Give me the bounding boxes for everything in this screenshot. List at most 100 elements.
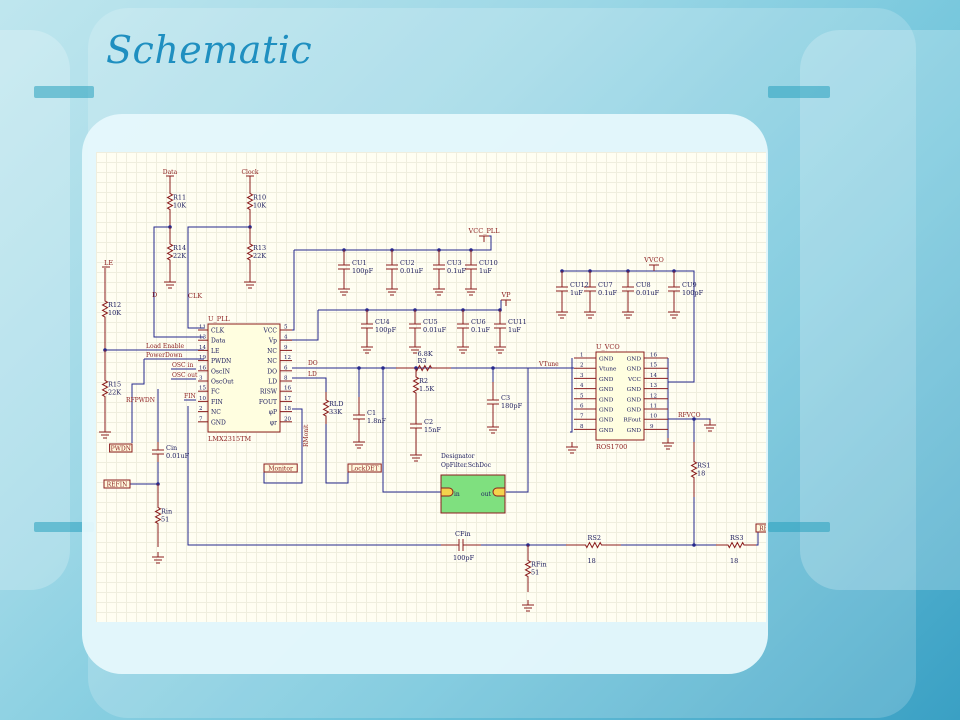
pll-pin-name: Vp [268,338,277,345]
vco-pin-name: GND [627,428,642,434]
vco-pin-num: 16 [650,353,657,359]
capacitor-name: CU5 [423,318,438,326]
vco-pin-name: VCC [627,377,642,383]
resistor-value: 22K [108,389,121,397]
junction-dot [692,543,696,547]
ground-symbol [353,437,365,449]
capacitor-value: 0.1uF [447,267,467,275]
lockdet-net [325,424,349,484]
capacitor-cu7 [584,271,596,307]
capacitor-cu9 [668,271,680,307]
capacitor-cu2 [386,250,398,284]
resistor-value: 18 [588,557,596,565]
vcc-pll-port-label: VCC_PLL [468,227,501,235]
vco-pin-num: 15 [650,363,657,369]
net-clk: CLK [188,292,202,300]
vco-part: ROS1700 [596,443,627,451]
pll-pin-name: NC [267,348,277,355]
resistor-name: RS1 [697,462,710,470]
vco-pin-num: 12 [650,393,657,399]
resistor-r3 [396,364,451,372]
resistor-rs2 [566,541,621,549]
data-port: Data [163,169,178,176]
ground-symbol [704,420,716,432]
capacitor-c3 [487,382,499,422]
resistor-rin [154,484,162,547]
capacitor-value: 100pF [352,267,374,275]
vco-pin-name: GND [599,397,614,403]
net-rmonit: RMonit [303,424,310,447]
resistor-name: R13 [253,244,266,252]
resistor-r10 [246,176,254,227]
ground-symbol [244,277,256,289]
pll-pin-name: FIN [211,399,223,406]
vco-gnd-left [570,358,573,433]
capacitor-value: 1.8nF [367,417,387,425]
capacitor-name: C3 [501,394,510,402]
capacitor-value: 15nF [424,426,441,434]
resistor-value: 6.8K [418,350,433,358]
resistor-r13 [246,227,254,277]
pll-pin-name: LD [268,379,277,386]
pwdn-port [109,443,133,453]
ground-symbol [465,284,477,296]
resistor-name: R11 [173,194,186,202]
data-net [153,226,204,338]
junction-dot [390,248,394,252]
fin-trunk [187,406,441,546]
pll-pin-name: φr [270,419,277,426]
subsheet-out: out [481,491,491,498]
clock-port: Clock [241,169,258,176]
pll-part: LMX2315TM [208,435,251,443]
le-port: LE [104,259,113,267]
pll-pin-name: NC [267,358,277,365]
schematic-diagram: VCC_PLLCU1100pFCU20.01uFCU30.1uFCU101uFV… [99,169,783,612]
pll-pin-num: 8 [284,376,288,382]
pll-pin-name: NC [211,409,221,416]
refin-port [103,479,131,489]
resistor-value: 22K [253,252,266,260]
junction-dot [469,248,473,252]
decor-bar-right-2 [768,522,830,532]
components [99,175,783,612]
ground-symbol [152,552,164,564]
vcc-pll-rail-left [281,250,295,331]
pll-pin-name: GND [211,419,226,426]
vco-pin-num: 11 [650,404,657,410]
capacitor-value: 1uF [479,267,492,275]
vp-rail-left [281,310,319,341]
pll-pin-num: 9 [284,345,288,351]
labels: VCC_PLLCU1100pFCU20.01uFCU30.1uFCU101uFV… [104,169,780,577]
resistor-value: 22K [173,252,186,260]
pll-pin-num: 16 [199,365,206,371]
resistor-value: 10K [253,202,266,210]
ground-symbol [361,342,373,354]
vco-pin-name: GND [627,357,642,363]
capacitor-name: CU8 [636,281,651,289]
vco-pin-num: 2 [580,363,584,369]
capacitor-cu11 [494,310,506,342]
ground-symbol [662,438,674,450]
resistor-r15 [101,350,109,427]
ground-symbol [410,450,422,462]
junction-dot [168,225,172,229]
junction-dot [437,248,441,252]
refin-port-label: REFIN [107,482,128,489]
vco-pin-name: GND [599,357,614,363]
pll-ic-body [207,323,281,433]
pll-pin-name: PWDN [211,358,231,365]
decor-bar-right [768,86,830,98]
ground-symbol [386,284,398,296]
monitor-port [263,463,298,473]
vco-pin-name: GND [599,428,614,434]
capacitor-c2 [410,402,422,450]
vco-pin-num: 6 [580,404,584,410]
vco-pin-name: Vtune [598,367,617,373]
ground-symbol [556,307,568,319]
junction-dot [357,366,361,370]
resistor-name: RLD [329,400,343,408]
resistor-name: R15 [108,381,121,389]
clock-net [187,226,250,329]
ground-symbol [566,442,578,454]
pll-pin-num: 16 [284,386,291,392]
